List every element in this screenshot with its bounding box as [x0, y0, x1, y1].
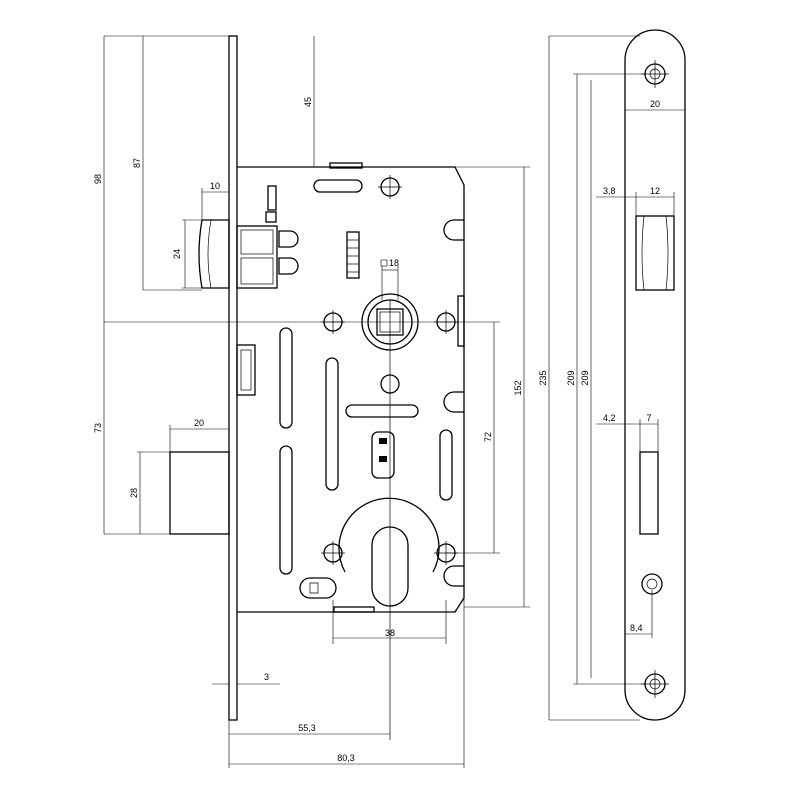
- edge-notch-2: [443, 391, 464, 413]
- dimensions-faceplate: 235 209 209 20 3,8 12 4,2 7 8,4: [538, 35, 685, 721]
- cylinder-cutout: [338, 497, 440, 607]
- slot-horizontal: [345, 404, 419, 418]
- dim-8-4: 8,4: [630, 623, 643, 633]
- dead-bolt: [169, 451, 230, 535]
- slot-right: [439, 429, 453, 501]
- bolt-opening: [639, 451, 659, 535]
- latch-opening: [635, 215, 675, 291]
- dim-55-3: 55,3: [298, 723, 316, 733]
- dim-38: 38: [385, 628, 395, 638]
- faceplate-screw-top: [641, 60, 669, 88]
- bottom-tab: [333, 606, 375, 613]
- top-tab: [329, 162, 363, 169]
- lock-case: [237, 166, 465, 613]
- side-view: [169, 35, 465, 740]
- top-slot: [313, 179, 363, 193]
- dim-209-outer: 209: [566, 370, 576, 385]
- anti-thrust: [236, 344, 256, 396]
- faceplate-outline: [624, 29, 686, 721]
- dim-235: 235: [538, 370, 548, 385]
- faceplate-front-view: [624, 29, 686, 721]
- square-spindle-symbol: [380, 259, 388, 267]
- edge-notch-1: [443, 219, 464, 241]
- change-lever: [371, 431, 395, 479]
- slot-mid: [325, 357, 339, 491]
- dim-10: 10: [210, 181, 220, 191]
- faceplate-screw-bottom: [641, 670, 669, 698]
- dim-7: 7: [646, 413, 651, 423]
- dim-87: 87: [132, 158, 142, 168]
- latch-bolt: [198, 185, 299, 289]
- dim-12: 12: [650, 186, 660, 196]
- slot-left-upper: [279, 327, 293, 429]
- edge-bump: [457, 295, 465, 347]
- dim-73: 73: [93, 423, 103, 433]
- edge-notch-3: [443, 565, 464, 587]
- dim-24: 24: [172, 249, 182, 259]
- dim-20-plate: 20: [650, 99, 660, 109]
- bottom-pill: [299, 577, 337, 599]
- spring-piece: [346, 231, 360, 279]
- dim-152: 152: [513, 380, 523, 395]
- dim-28: 28: [129, 488, 139, 498]
- faceplate-side: [228, 35, 238, 721]
- dim-98: 98: [93, 174, 103, 184]
- dim-3: 3: [264, 672, 269, 682]
- dimensions-side: 98 87 45 10 24 18 73 20 28: [93, 35, 530, 768]
- dim-18: 18: [389, 258, 399, 268]
- dim-45: 45: [303, 97, 313, 107]
- dim-3-8: 3,8: [603, 186, 616, 196]
- dim-209-inner: 209: [580, 370, 590, 385]
- slot-left-lower: [279, 445, 293, 575]
- dim-72: 72: [483, 432, 493, 442]
- dim-4-2: 4,2: [603, 413, 616, 423]
- dim-80-3: 80,3: [337, 753, 355, 763]
- top-screw-hole: [378, 175, 402, 199]
- dim-20-bolt: 20: [194, 418, 204, 428]
- mount-hole-left-bottom: [321, 541, 345, 565]
